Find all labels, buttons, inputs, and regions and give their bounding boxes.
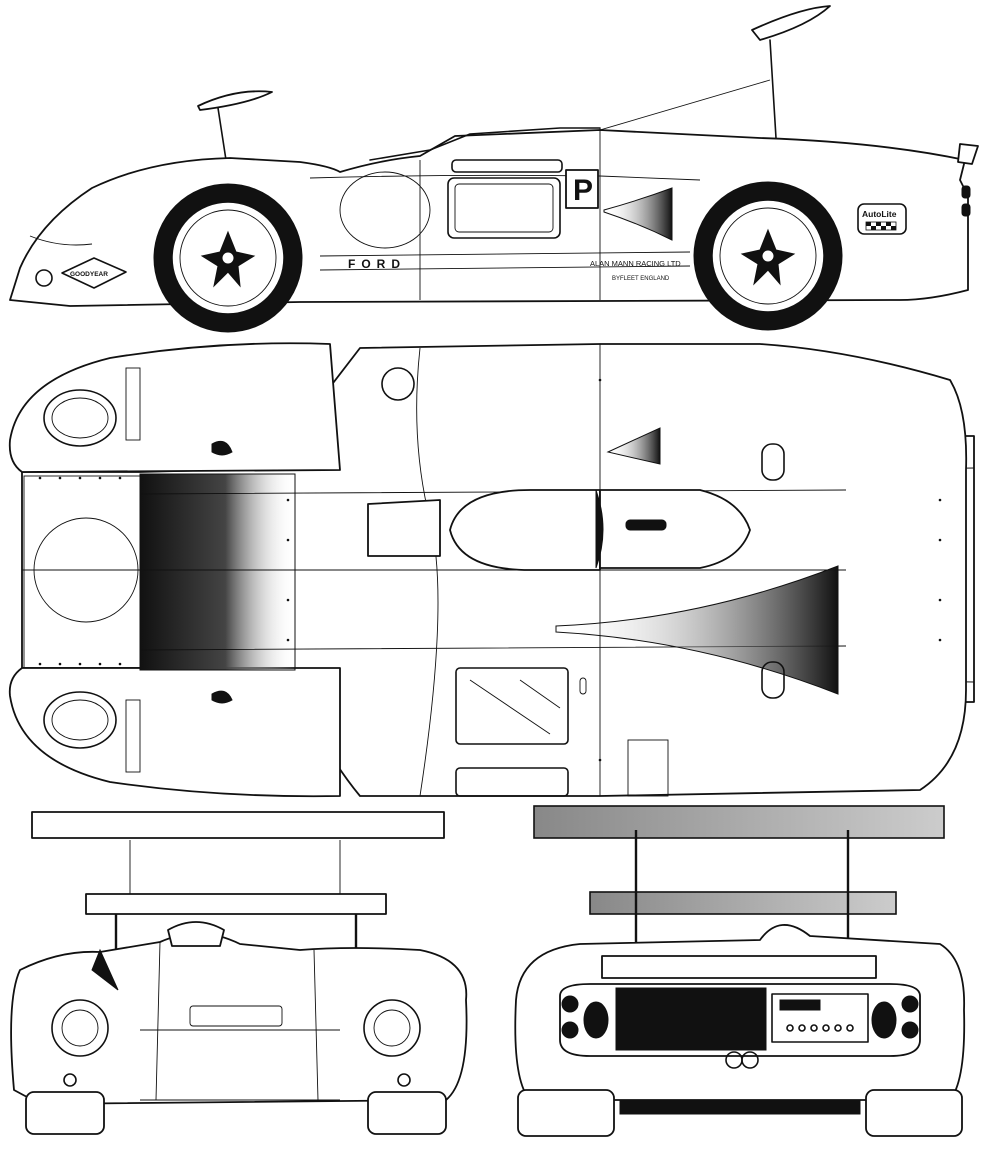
- front-view-right-marker: [397, 1073, 411, 1087]
- side-view: P FORD ALAN MANN RACING LTD BYFLEET ENGL…: [9, 5, 979, 333]
- front-wing-strut: [217, 107, 227, 161]
- rear-view-lower-wing: [589, 891, 897, 915]
- lower-hatch: [455, 767, 569, 797]
- maker-decal: FORD: [348, 257, 406, 271]
- left-front-fender: [8, 342, 341, 473]
- left-rear-intake: [761, 443, 785, 481]
- front-view-left-marker: [63, 1073, 77, 1087]
- front-view-body: [10, 932, 468, 1105]
- rear-view-right-light-lower: [901, 1021, 919, 1039]
- rear-view-right-vent: [871, 1001, 897, 1039]
- right-filler: [211, 690, 233, 704]
- side-stripe-top: [319, 251, 691, 257]
- roll-bar: [595, 489, 604, 569]
- mirror-left: [381, 367, 415, 401]
- rear-view: [514, 805, 966, 1137]
- wing-stay: [599, 79, 771, 131]
- front-view-windscreen: [167, 921, 225, 947]
- autolite-decal: AutoLite: [857, 203, 907, 235]
- tail-light-upper: [961, 185, 971, 199]
- side-headlight: [35, 269, 53, 287]
- top-view: [8, 342, 975, 798]
- team-decal: ALAN MANN RACING LTD: [590, 259, 681, 268]
- rear-view-left-tire: [517, 1089, 615, 1137]
- right-fender-vent: [125, 699, 141, 773]
- left-filler: [211, 440, 233, 456]
- rear-view-upper-wing: [533, 805, 945, 839]
- front-wheel: [140, 178, 318, 333]
- right-front-fender: [8, 667, 341, 798]
- rear-view-right-tire: [865, 1089, 963, 1137]
- rear-view-gearbox: [771, 993, 869, 1043]
- top-small-flare: [606, 427, 661, 465]
- rear-wing-strut: [769, 39, 777, 139]
- rear-view-exhaust-right: [741, 1051, 759, 1069]
- cockpit-opening: [449, 489, 601, 571]
- front-view-nose-edges: [155, 941, 319, 1101]
- front-view-rear-wing: [31, 811, 445, 839]
- right-rear-intake: [761, 661, 785, 699]
- front-view-wing-struts: [129, 840, 341, 900]
- front-view-left-headlight: [51, 999, 109, 1057]
- race-class-text: P: [573, 174, 593, 207]
- fuel-cap-slot: [625, 519, 667, 531]
- roundel: [339, 171, 431, 249]
- front-view-panel-lines: [140, 1029, 340, 1101]
- rear-wing-blade: [751, 5, 831, 41]
- front-view-right-headlight: [363, 999, 421, 1057]
- rear-view-grille: [615, 987, 767, 1051]
- tail-spoiler: [957, 143, 979, 165]
- front-deck-gradient: [139, 473, 296, 671]
- rear-wheel: [693, 181, 843, 331]
- rear-view-left-light-upper: [561, 995, 579, 1013]
- front-view: [10, 811, 468, 1135]
- left-headlight-top: [43, 389, 117, 447]
- top-rivets: [38, 378, 942, 762]
- front-view-mirror: [91, 948, 119, 991]
- rear-view-wing-struts: [634, 830, 850, 950]
- svg-text:GOODYEAR: GOODYEAR: [70, 271, 108, 278]
- goodyear-decal: GOODYEAR: [61, 257, 127, 289]
- side-scoop: [451, 159, 563, 173]
- cockpit-line: [369, 127, 601, 161]
- top-exhaust-flare: [555, 565, 839, 695]
- rear-view-diffuser: [619, 1099, 861, 1115]
- rear-number-plate: [627, 739, 669, 797]
- rear-view-spoiler-lip: [601, 955, 877, 979]
- front-view-right-tire: [367, 1091, 447, 1135]
- front-view-left-tire: [25, 1091, 105, 1135]
- right-headlight-top: [43, 691, 117, 749]
- side-stripe-bottom: [319, 265, 691, 271]
- rear-view-left-light-lower: [561, 1021, 579, 1039]
- rear-view-left-vent: [583, 1001, 609, 1039]
- filler-slot: [579, 677, 587, 695]
- tail-light-lower: [961, 203, 971, 217]
- front-view-front-wing: [85, 893, 387, 915]
- engine-cover: [599, 489, 751, 569]
- nose-crease: [29, 235, 93, 246]
- side-vent: [447, 177, 561, 239]
- svg-text:AutoLite: AutoLite: [862, 209, 897, 219]
- front-wing-blade: [197, 90, 273, 111]
- race-number-box: [565, 169, 599, 209]
- left-fender-vent: [125, 367, 141, 441]
- side-flare: [603, 187, 673, 241]
- team-location-decal: BYFLEET ENGLAND: [612, 276, 670, 282]
- hatch-glass: [469, 679, 561, 735]
- rear-view-right-light-upper: [901, 995, 919, 1013]
- side-vent-inner: [454, 183, 554, 233]
- front-view-intake: [189, 1005, 283, 1027]
- windscreen: [367, 499, 441, 557]
- access-hatch: [455, 667, 569, 745]
